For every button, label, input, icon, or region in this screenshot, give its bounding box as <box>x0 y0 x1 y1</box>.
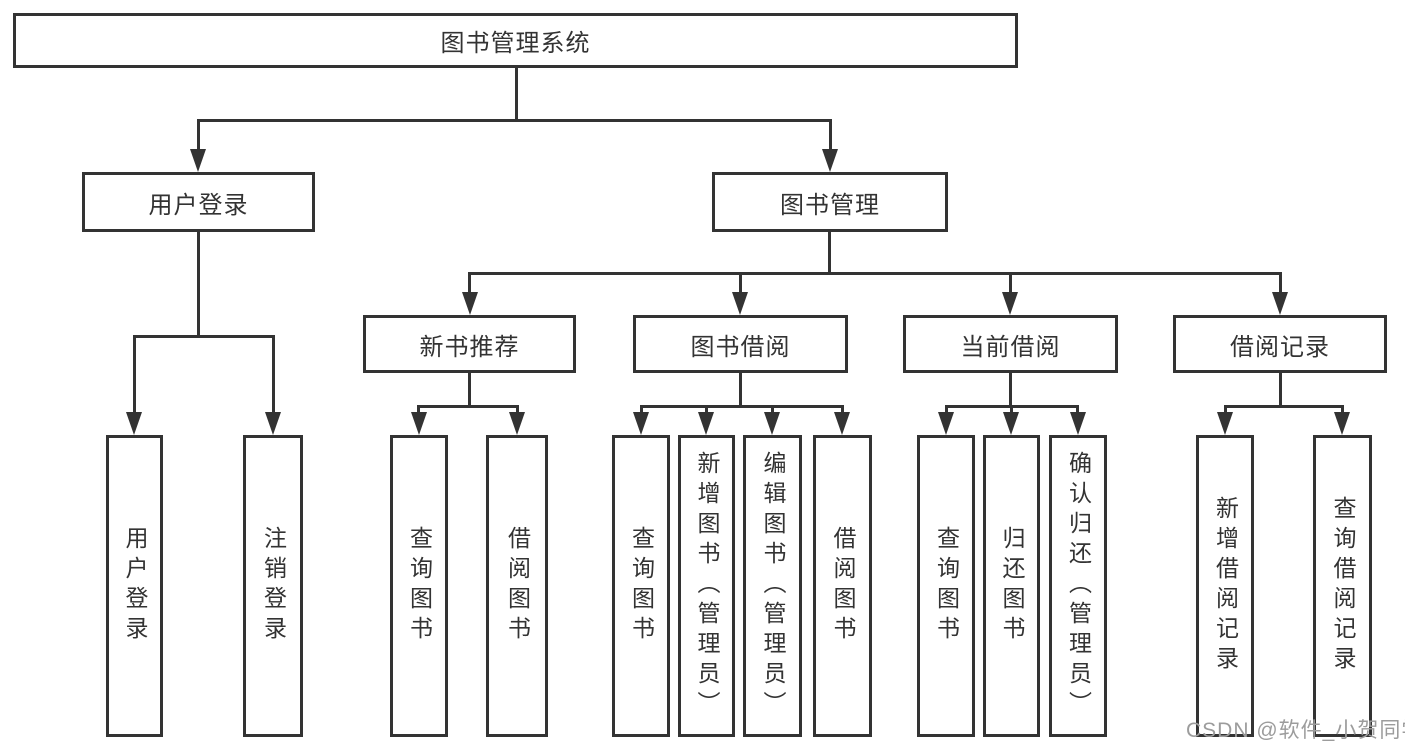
arrow-down-icon <box>1003 412 1019 435</box>
node-book-borrowing: 图书借阅 <box>633 315 848 373</box>
connector-line <box>515 68 518 120</box>
arrow-down-icon <box>411 412 427 435</box>
connector-line <box>468 272 1281 275</box>
connector-line <box>272 335 275 414</box>
connector-line <box>417 405 519 408</box>
connector-line <box>1224 405 1227 414</box>
arrow-down-icon <box>732 292 748 315</box>
arrow-down-icon <box>1070 412 1086 435</box>
connector-line <box>828 232 831 274</box>
connector-line <box>945 405 948 414</box>
connector-line <box>841 405 844 414</box>
leaf-add-books-admin: 新增图书（管理员） <box>678 435 735 737</box>
leaf-query-books-current: 查询图书 <box>917 435 975 737</box>
leaf-return-books: 归还图书 <box>983 435 1040 737</box>
connector-line <box>1009 373 1012 407</box>
arrow-down-icon <box>190 149 206 172</box>
arrow-down-icon <box>462 292 478 315</box>
connector-line <box>1279 272 1282 294</box>
connector-line <box>133 335 275 338</box>
connector-line <box>739 373 742 407</box>
leaf-edit-books-admin: 编辑图书（管理员） <box>743 435 802 737</box>
arrow-down-icon <box>1272 292 1288 315</box>
leaf-query-books-recommend: 查询图书 <box>390 435 448 737</box>
leaf-confirm-return-admin: 确认归还（管理员） <box>1049 435 1107 737</box>
arrow-down-icon <box>938 412 954 435</box>
connector-line <box>1076 405 1079 414</box>
node-library-management-system: 图书管理系统 <box>13 13 1018 68</box>
connector-line <box>133 335 136 414</box>
connector-line <box>197 119 832 122</box>
node-borrowing-records: 借阅记录 <box>1173 315 1387 373</box>
connector-line <box>739 272 742 294</box>
arrow-down-icon <box>1002 292 1018 315</box>
node-current-borrowing: 当前借阅 <box>903 315 1118 373</box>
connector-line <box>640 405 843 408</box>
connector-line <box>417 405 420 414</box>
leaf-query-borrow-record: 查询借阅记录 <box>1313 435 1372 737</box>
watermark: CSDN @软件_小贺同学 <box>1186 719 1405 742</box>
leaf-logout: 注销登录 <box>243 435 303 737</box>
connector-line <box>1009 272 1012 294</box>
connector-line <box>1224 405 1343 408</box>
arrow-down-icon <box>265 412 281 435</box>
arrow-down-icon <box>1334 412 1350 435</box>
leaf-borrow-books: 借阅图书 <box>813 435 872 737</box>
leaf-borrow-books-recommend: 借阅图书 <box>486 435 548 737</box>
arrow-down-icon <box>1217 412 1233 435</box>
node-book-management: 图书管理 <box>712 172 948 232</box>
arrow-down-icon <box>764 412 780 435</box>
connector-line <box>640 405 643 414</box>
connector-line <box>197 232 200 337</box>
connector-line <box>829 119 832 151</box>
node-user-login: 用户登录 <box>82 172 315 232</box>
arrow-down-icon <box>698 412 714 435</box>
connector-line <box>1341 405 1344 414</box>
node-new-book-recommendation: 新书推荐 <box>363 315 576 373</box>
connector-line <box>771 405 774 414</box>
connector-line <box>197 119 200 151</box>
connector-line <box>1010 405 1013 414</box>
connector-line <box>705 405 708 414</box>
leaf-add-borrow-record: 新增借阅记录 <box>1196 435 1254 737</box>
arrow-down-icon <box>834 412 850 435</box>
arrow-down-icon <box>822 149 838 172</box>
connector-line <box>468 373 471 407</box>
arrow-down-icon <box>126 412 142 435</box>
leaf-query-books-borrow: 查询图书 <box>612 435 670 737</box>
connector-line <box>516 405 519 414</box>
arrow-down-icon <box>509 412 525 435</box>
leaf-user-login: 用户登录 <box>106 435 163 737</box>
connector-line <box>468 272 471 294</box>
arrow-down-icon <box>633 412 649 435</box>
connector-line <box>1279 373 1282 407</box>
